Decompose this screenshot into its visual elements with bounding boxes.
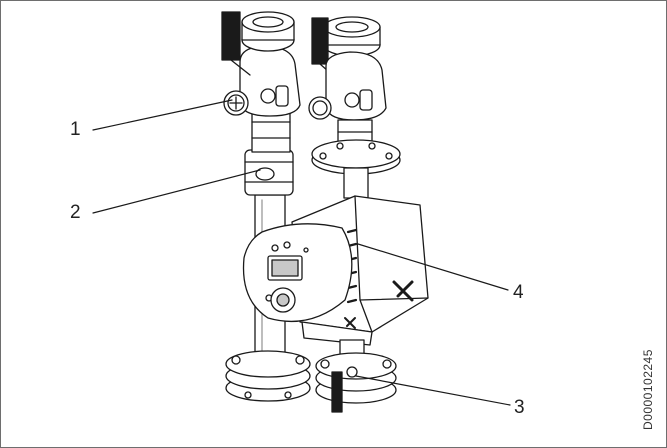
- document-id: D0000102245: [641, 349, 655, 430]
- callout-label-2: 2: [70, 202, 81, 223]
- left-pipe-column: [222, 12, 300, 380]
- leader-line-2: [93, 170, 260, 213]
- callout-leader-lines: [93, 100, 510, 405]
- left-ball-valve-body: [240, 46, 300, 116]
- callout-label-4: 4: [513, 282, 524, 303]
- leader-line-1: [93, 100, 232, 130]
- right-valve-handle: [312, 18, 328, 64]
- drain-valve-handle: [332, 372, 342, 412]
- leader-line-3: [356, 376, 510, 405]
- lower-left-flange: [226, 351, 310, 401]
- left-fitting: [252, 110, 290, 152]
- callout-label-3: 3: [514, 397, 525, 418]
- right-pipe-column: [309, 17, 400, 198]
- pump-brand-mark: [394, 282, 412, 300]
- left-valve-handle: [222, 12, 240, 60]
- leader-line-4: [358, 244, 508, 290]
- lower-right-flange: [316, 340, 396, 412]
- callout-label-1: 1: [70, 119, 81, 140]
- left-coupling-nut: [256, 168, 274, 180]
- circulation-pump: [244, 196, 429, 345]
- right-ball-valve-body: [326, 52, 386, 120]
